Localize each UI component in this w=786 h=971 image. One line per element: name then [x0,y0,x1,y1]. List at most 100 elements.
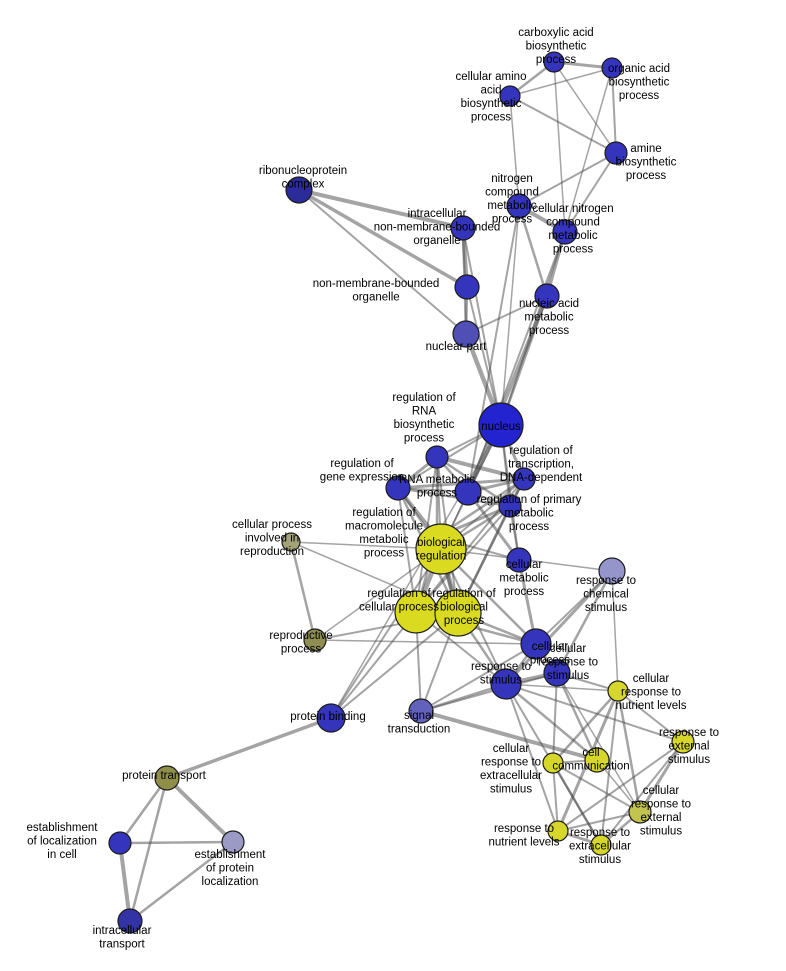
graph-node-response-to-external-stimulus[interactable] [671,730,695,754]
graph-edge [330,548,442,719]
graph-node-cellular-response-to-nutrient-levels[interactable] [607,680,629,702]
graph-node-regulation-of-primary-metabolic-process[interactable] [498,494,522,518]
graph-node-nucleic-acid-metabolic-process[interactable] [534,283,560,309]
graph-edge [505,683,684,743]
graph-node-protein-binding[interactable] [316,703,346,733]
graph-edge [505,683,619,692]
graph-edge [314,639,537,645]
graph-node-regulation-of-transcription-dna-dependent[interactable] [512,467,536,491]
graph-node-cellular-response-to-external-stimulus[interactable] [628,800,652,824]
graph-node-regulation-of-rna-biosynthetic-process[interactable] [425,445,449,469]
graph-node-intracellular-non-membrane-bounded-organelle[interactable] [450,215,476,241]
graph-edge [419,709,599,762]
graph-node-response-to-chemical-stimulus[interactable] [598,557,626,585]
graph-node-signal-transduction[interactable] [408,698,434,724]
graph-edge [504,682,599,762]
graph-edge [600,690,619,846]
graph-node-regulation-of-gene-expression[interactable] [385,475,411,501]
graph-edge [553,61,566,233]
graph-edge [564,67,613,233]
graph-edge [552,762,641,813]
graph-edge [552,672,558,764]
graph-node-label-protein-transport: protein transport [122,770,207,782]
graph-edge [466,286,502,426]
graph-edge [297,188,465,230]
graph-node-protein-transport[interactable] [154,765,180,791]
graph-node-nitrogen-compound-metabolic-process[interactable] [506,193,532,219]
graph-node-label-protein-binding: protein binding [290,711,365,723]
graph-edge [435,455,526,481]
graph-node-response-to-stimulus[interactable] [490,668,522,700]
graph-edge [467,205,520,493]
graph-edge [465,295,548,335]
graph-edge [297,188,469,289]
graph-edge [165,716,333,780]
graph-node-establishment-of-localization-in-cell[interactable] [108,831,132,855]
graph-node-cellular-response-to-extracellular-stimulus[interactable] [542,752,564,774]
graph-node-carboxylic-acid-biosynthetic-process[interactable] [543,51,565,73]
graph-edge [298,189,467,335]
graph-node-cellular-process-involved-in-reproduction[interactable] [281,532,301,552]
graph-edge [128,840,235,923]
graph-edge [500,205,520,426]
graph-node-ribonucleoprotein-complex[interactable] [285,176,313,204]
graph-edge [128,776,169,923]
graph-node-rna-metabolic-process[interactable] [454,478,482,506]
graph-node-nuclear-part[interactable] [452,320,480,348]
graph-node-cellular-response-to-stimulus[interactable] [543,659,571,687]
graph-node-cellular-amino-acid-biosynthetic-process[interactable] [499,85,521,107]
graph-node-cellular-metabolic-process[interactable] [506,547,532,573]
graph-node-non-membrane-bounded-organelle[interactable] [454,274,480,300]
graph-node-cell-communication[interactable] [584,747,610,773]
graph-edge [289,540,317,642]
graph-edge [553,61,617,154]
graph-node-biological-regulation[interactable] [415,523,467,575]
graph-edge [555,569,614,675]
graph-node-cellular-process[interactable] [520,628,552,660]
graph-node-cellular-nitrogen-compound-metabolic-process[interactable] [552,219,578,245]
graph-node-organic-acid-biosynthetic-process[interactable] [601,57,623,79]
graph-node-reproductive-process[interactable] [303,628,327,652]
graph-node-intracellular-transport[interactable] [117,908,143,934]
graph-edge [600,741,684,846]
graph-edge [396,486,512,508]
graph-node-response-to-nutrient-levels[interactable] [547,820,569,842]
graph-node-establishment-of-protein-localization[interactable] [221,830,245,854]
graph-node-response-to-extracellular-stimulus[interactable] [590,834,612,856]
graph-edge [616,689,642,814]
graph-edge [509,95,520,207]
graph-node-nucleus[interactable] [478,402,524,448]
graph-node-regulation-of-biological-process[interactable] [434,589,482,637]
graph-edge [330,611,417,719]
graph-node-amine-biosynthetic-process[interactable] [604,141,628,165]
graph-edge [557,741,684,832]
graph-edge [535,570,613,645]
